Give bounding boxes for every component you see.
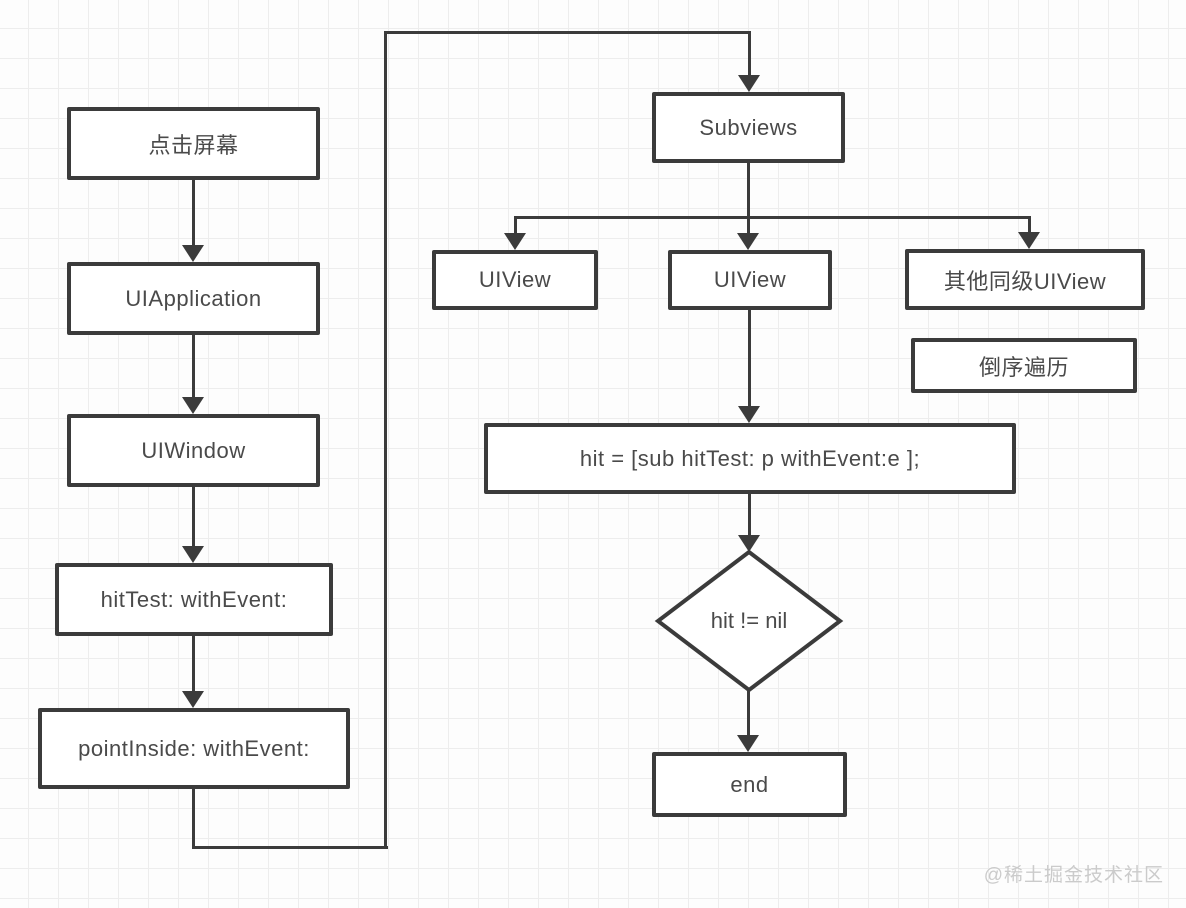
branch-line (514, 216, 1031, 219)
node-hittest: hitTest: withEvent: (55, 563, 333, 636)
branch-drop-left (514, 216, 517, 234)
arrowhead-down-icon (738, 535, 760, 552)
node-uiview-siblings: 其他同级UIView (905, 249, 1145, 310)
node-subviews: Subviews (652, 92, 845, 163)
connector-diamond-to-end (747, 690, 750, 736)
connector-uiview-to-hitassign (748, 310, 751, 407)
branch-drop-right (1028, 216, 1031, 233)
connector-tap-to-uiapplication (192, 180, 195, 246)
arrowhead-down-icon (737, 735, 759, 752)
node-uiview-left: UIView (432, 250, 598, 310)
watermark: @稀土掘金技术社区 (983, 865, 1164, 886)
arrowhead-down-icon (738, 406, 760, 423)
node-tap-screen: 点击屏幕 (67, 107, 320, 180)
node-reverse-traversal: 倒序遍历 (911, 338, 1137, 393)
node-uiview-middle: UIView (668, 250, 832, 310)
arrowhead-down-icon (737, 233, 759, 250)
loop-line-into-subviews (748, 31, 751, 76)
arrowhead-down-icon (504, 233, 526, 250)
loop-line-up (384, 31, 387, 849)
connector-hitassign-to-diamond (748, 494, 751, 536)
arrowhead-down-icon (182, 691, 204, 708)
arrowhead-down-icon (182, 546, 204, 563)
node-end: end (652, 752, 847, 817)
connector-subviews-down (747, 163, 750, 234)
node-uiapplication: UIApplication (67, 262, 320, 335)
node-pointinside: pointInside: withEvent: (38, 708, 350, 789)
arrowhead-down-icon (1018, 232, 1040, 249)
connector-uiwindow-to-hittest (192, 487, 195, 547)
arrowhead-down-icon (182, 397, 204, 414)
loop-line-bottom (192, 846, 388, 849)
arrowhead-down-icon (182, 245, 204, 262)
connector-uiapplication-to-uiwindow (192, 335, 195, 398)
loop-line-down (192, 789, 195, 849)
connector-hittest-to-pointinside (192, 636, 195, 692)
node-uiwindow: UIWindow (67, 414, 320, 487)
decision-diamond-label: hit != nil (710, 608, 788, 633)
loop-line-top (384, 31, 751, 34)
node-hit-assignment: hit = [sub hitTest: p withEvent:e ]; (484, 423, 1016, 494)
arrowhead-down-icon (738, 75, 760, 92)
decision-diamond (654, 549, 844, 693)
